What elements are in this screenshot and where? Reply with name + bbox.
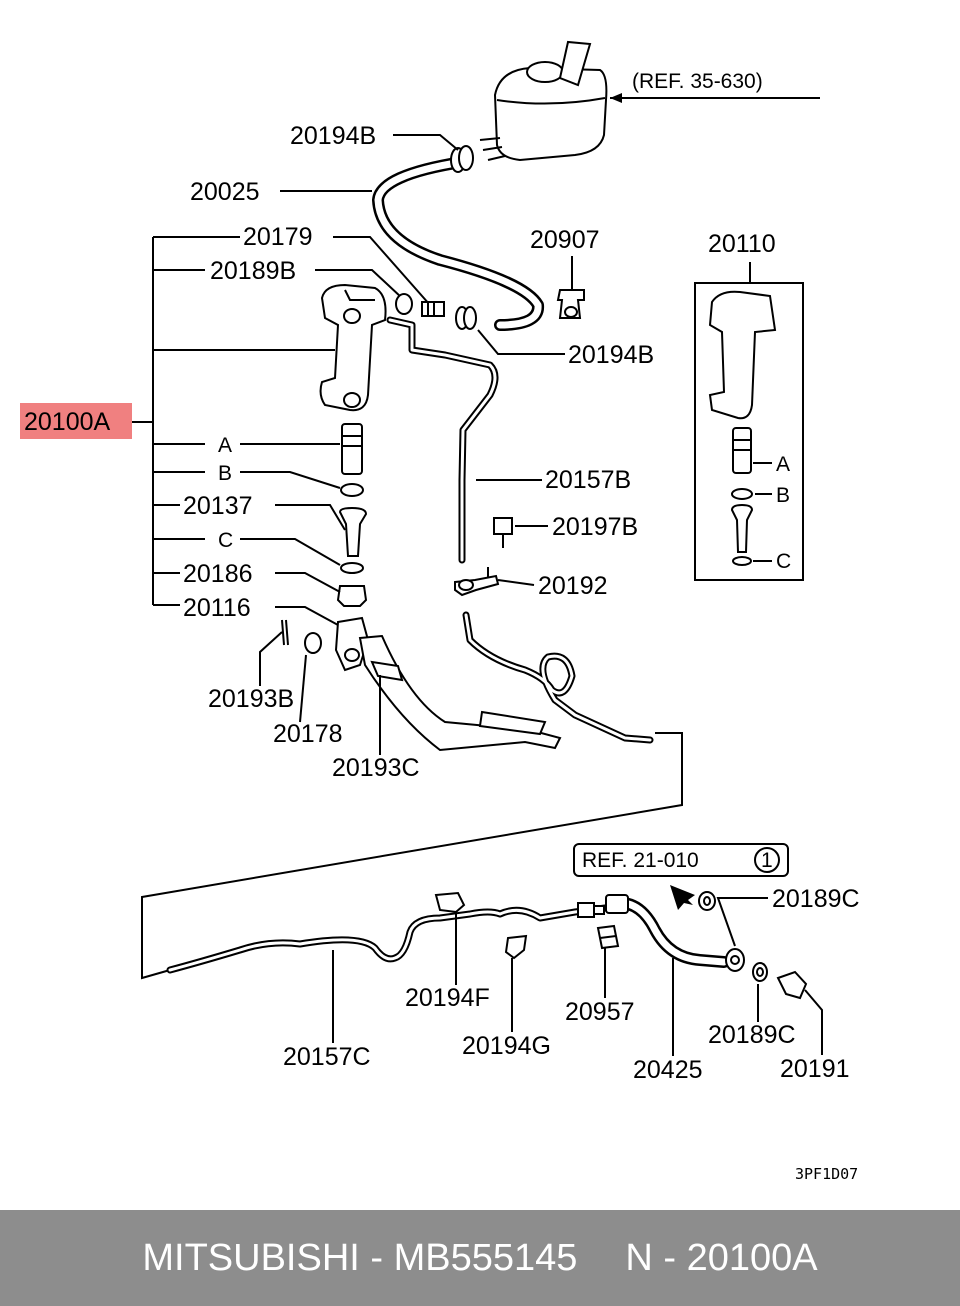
master-cylinder-body bbox=[319, 283, 387, 412]
label-20194F: 20194F bbox=[405, 984, 490, 1012]
label-diagram-code: 3PF1D07 bbox=[795, 1165, 858, 1183]
label-20137: 20137 bbox=[183, 492, 253, 520]
label-20425: 20425 bbox=[633, 1056, 703, 1084]
hose-fitting bbox=[605, 894, 745, 972]
label-20025: 20025 bbox=[190, 178, 260, 206]
parts-diagram: (REF. 35-630) 20194B 20025 20100A 20179 … bbox=[20, 40, 860, 1183]
bolt-20191 bbox=[776, 970, 808, 1000]
label-20189C-bot: 20189C bbox=[708, 1021, 796, 1049]
piston-A bbox=[341, 423, 363, 475]
label-20189C-top: 20189C bbox=[772, 885, 860, 913]
label-20157C: 20157C bbox=[283, 1043, 371, 1071]
label-20189B: 20189B bbox=[210, 257, 296, 285]
footer-bar: MITSUBISHI - MB555145 N - 20100A bbox=[0, 1210, 960, 1306]
label-mark-B: B bbox=[218, 462, 232, 485]
pin-20193B bbox=[281, 619, 289, 646]
seal-B bbox=[340, 483, 364, 497]
label-20957: 20957 bbox=[565, 998, 635, 1026]
inset-box-20110 bbox=[694, 282, 804, 581]
label-inset-B: B bbox=[776, 484, 790, 507]
leader-20194B-mid bbox=[477, 329, 565, 355]
label-20193B: 20193B bbox=[208, 685, 294, 713]
washer-20189C-bot bbox=[752, 962, 768, 982]
label-20192: 20192 bbox=[538, 572, 608, 600]
clevis-20116 bbox=[334, 616, 370, 672]
label-20193C: 20193C bbox=[332, 754, 420, 782]
label-20116: 20116 bbox=[183, 594, 251, 622]
clip-20194F bbox=[434, 891, 466, 914]
ring-C bbox=[340, 562, 364, 574]
label-20194G: 20194G bbox=[462, 1032, 551, 1060]
hose-20425 bbox=[609, 896, 730, 968]
label-mark-C: C bbox=[218, 529, 233, 552]
inset-body-20110 bbox=[708, 290, 777, 420]
clamp-20194B-mid bbox=[455, 306, 477, 330]
label-20178: 20178 bbox=[273, 720, 343, 748]
label-20194B-mid: 20194B bbox=[568, 341, 654, 369]
leader-20179 bbox=[333, 236, 431, 306]
clutch-pedal bbox=[358, 634, 562, 752]
inset-piston-A bbox=[732, 427, 752, 474]
label-20100A: 20100A bbox=[24, 408, 111, 436]
inset-seal-B bbox=[731, 488, 753, 500]
ref-21-010-box bbox=[573, 843, 789, 877]
clip-20957 bbox=[596, 924, 620, 950]
footer-brand-part: MITSUBISHI - MB555145 bbox=[142, 1236, 578, 1279]
continuation-line bbox=[141, 732, 683, 980]
label-20194B-top: 20194B bbox=[290, 122, 376, 150]
label-20197B: 20197B bbox=[552, 513, 638, 541]
pushrod-20137 bbox=[338, 506, 368, 557]
label-20157B: 20157B bbox=[545, 466, 631, 494]
fitting-end bbox=[577, 902, 605, 918]
label-20191: 20191 bbox=[780, 1055, 850, 1083]
clip-20194G bbox=[504, 934, 528, 960]
arrow-icon bbox=[670, 885, 695, 910]
bolt-20197B bbox=[493, 517, 513, 548]
washer-20189B bbox=[395, 293, 413, 315]
bracket-20192 bbox=[454, 574, 500, 597]
leader-20194B-top bbox=[393, 134, 459, 151]
label-ref-21-010-num: 1 bbox=[761, 849, 773, 872]
label-inset-C: C bbox=[776, 550, 791, 573]
label-20907: 20907 bbox=[530, 226, 600, 254]
inset-pushrod bbox=[730, 503, 754, 553]
leader-20189B bbox=[315, 269, 403, 299]
bushing-20178 bbox=[304, 632, 322, 654]
highlight-20100A bbox=[20, 403, 132, 439]
label-inset-A: A bbox=[776, 453, 790, 476]
washer-20189C-top bbox=[698, 891, 716, 911]
label-20179: 20179 bbox=[243, 223, 313, 251]
label-20110: 20110 bbox=[708, 230, 776, 258]
clamp-20194B-top bbox=[450, 145, 474, 173]
label-ref-21-010: REF. 21-010 bbox=[582, 849, 699, 872]
label-mark-A: A bbox=[218, 434, 232, 457]
reservoir-tank bbox=[479, 40, 608, 162]
connector-20179 bbox=[421, 301, 445, 317]
nut-20186 bbox=[336, 585, 368, 607]
inset-ring-C bbox=[732, 556, 752, 566]
label-ref-35-630: (REF. 35-630) bbox=[632, 70, 763, 93]
footer-ref-part: N - 20100A bbox=[625, 1236, 818, 1279]
label-20186: 20186 bbox=[183, 560, 253, 588]
clip-20907 bbox=[556, 289, 585, 319]
